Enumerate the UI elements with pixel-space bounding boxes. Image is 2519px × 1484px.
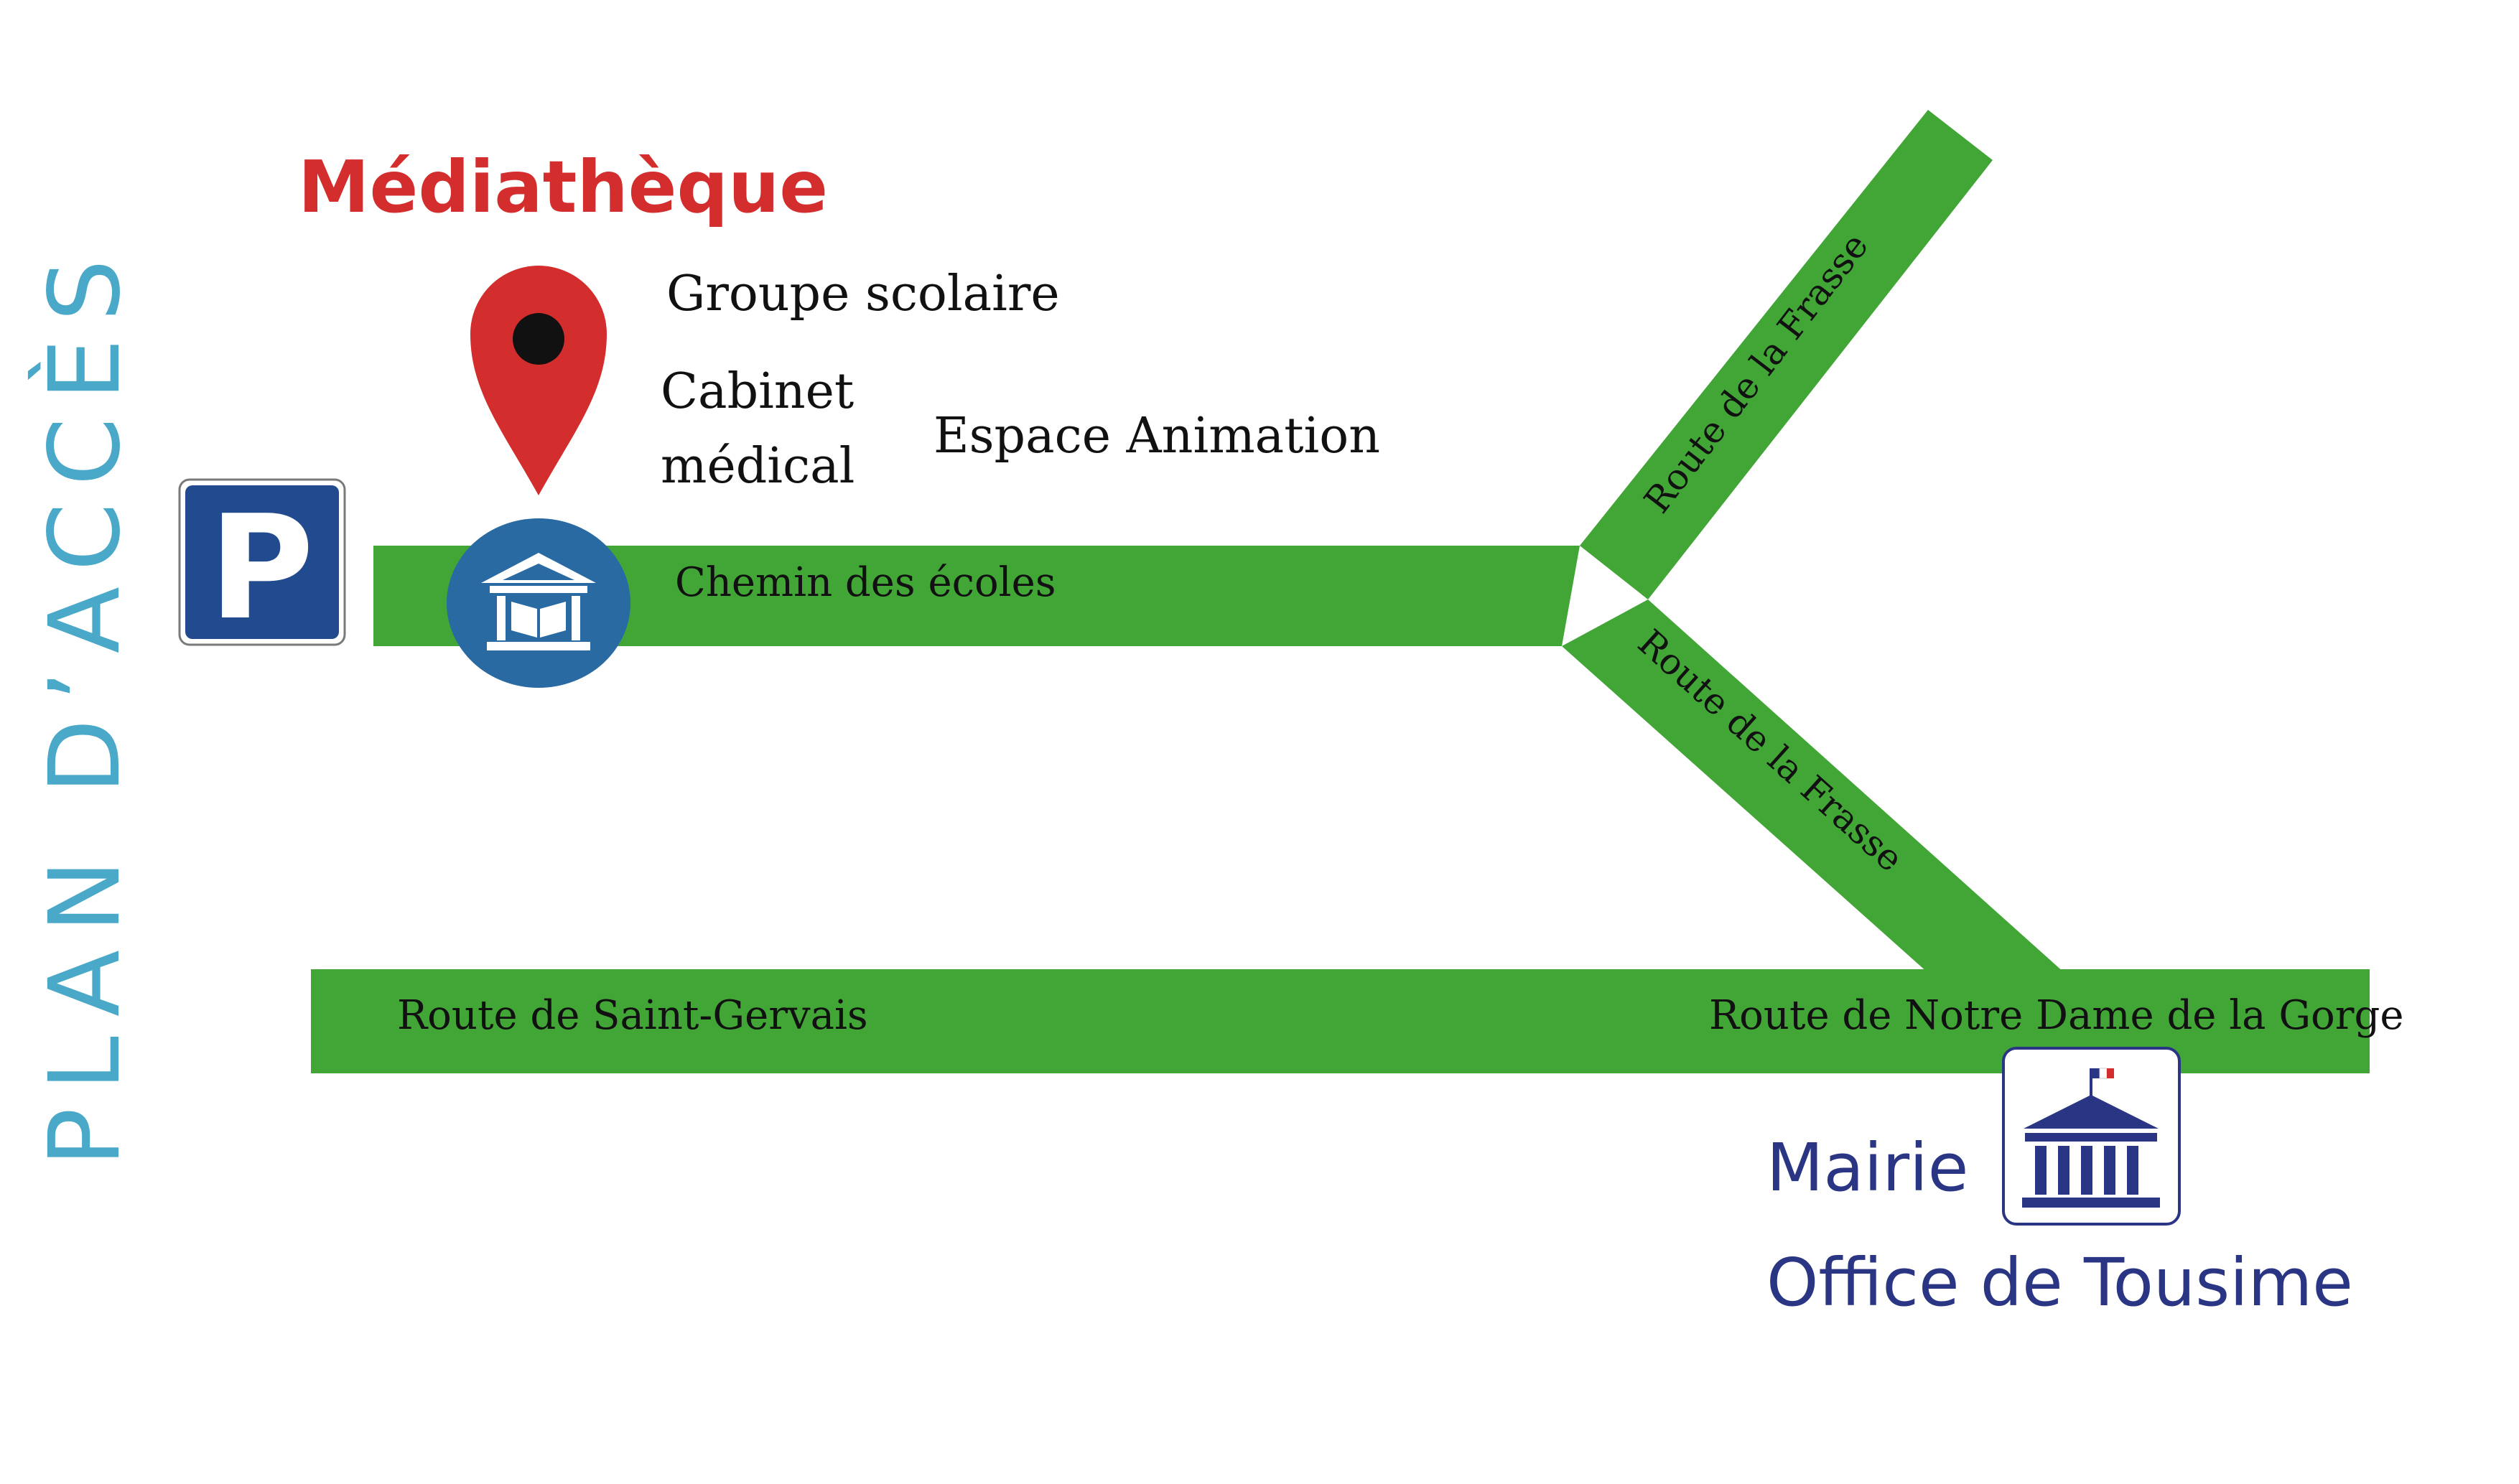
road-chemin-des-ecoles <box>373 546 1580 646</box>
cabinet-medical-label-line2: médical <box>661 438 855 495</box>
map-pin-icon <box>470 266 607 495</box>
groupe-scolaire-label: Groupe scolaire <box>666 266 1060 322</box>
road-route-de-la-frasse-lower <box>1562 599 2064 973</box>
mediatheque-label: Médiathèque <box>298 145 828 229</box>
roads <box>311 110 2370 1073</box>
road-route-de-la-frasse-upper <box>1580 110 1993 599</box>
office-tourisme-label: Office de Tousime <box>1766 1244 2353 1321</box>
cabinet-medical-label-line1: Cabinet <box>661 363 854 420</box>
road-label-notre-dame: Route de Notre Dame de la Gorge <box>1709 992 2404 1039</box>
parking-icon: P <box>178 478 346 652</box>
road-label-frasse-lower: Route de la Frasse <box>1630 622 1912 880</box>
road-label-chemin-des-ecoles: Chemin des écoles <box>675 559 1056 606</box>
mairie-label: Mairie <box>1766 1129 1968 1206</box>
library-icon <box>447 518 630 688</box>
town-hall-icon <box>2002 1047 2181 1226</box>
parking-letter: P <box>209 485 315 652</box>
page-title: PLAN D’ACCÈS <box>28 242 142 1167</box>
road-label-frasse-upper: Route de la Frasse <box>1636 225 1877 521</box>
road-label-saint-gervais: Route de Saint-Gervais <box>397 992 868 1039</box>
espace-animation-label: Espace Animation <box>933 408 1380 465</box>
road-route-de-saint-gervais <box>311 969 2370 1073</box>
